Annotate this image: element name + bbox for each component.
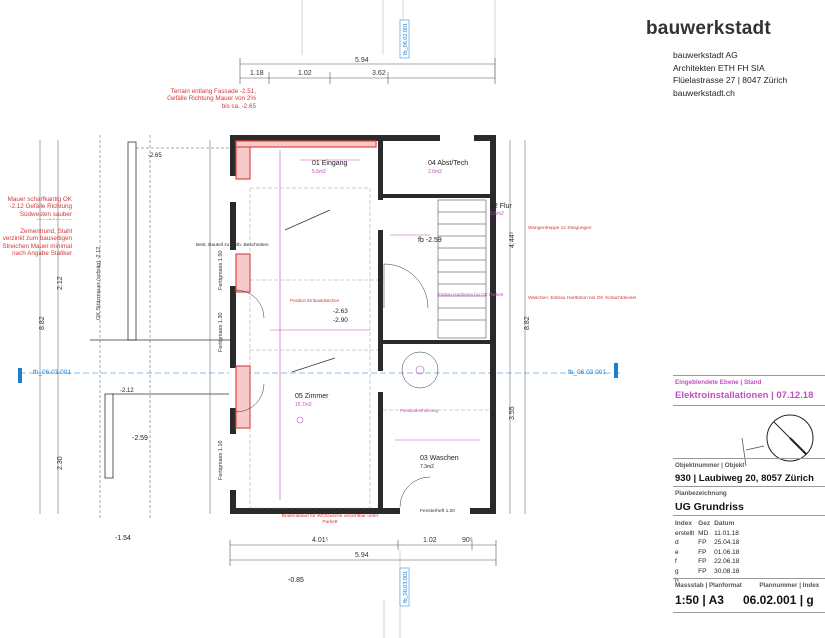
stage-value: Elektroinstallationen | 07.12.18 — [675, 390, 814, 401]
divider — [673, 578, 825, 579]
level-ext1: -1.54 — [115, 535, 131, 542]
label-stuetzmauer: OK Stützmauer (schräg) -2.12 — [96, 247, 102, 320]
dim-top-1: 1.18 — [250, 70, 264, 77]
dim-left-622: 2.12 — [57, 276, 64, 290]
divider — [673, 405, 825, 406]
object-label: Objektnummer | Objekt — [675, 462, 745, 469]
level-ext2: -0.85 — [288, 577, 304, 584]
dim-right-355: 3.55 — [509, 406, 516, 420]
room-eingang-area: 5.6m2 — [312, 169, 326, 175]
note-terrain: Terrain entlang Fassade -2.51, Gefälle R… — [167, 88, 256, 110]
label-fbh: Fussbodenheizung — [400, 408, 439, 413]
section-ref-right: fb_06.03.001 — [568, 369, 606, 376]
dim-left-total: 8.82 — [39, 316, 46, 330]
dim-top-3: 3.62 — [372, 70, 386, 77]
label-fertig3: Fertigmass 1.50 — [218, 251, 224, 290]
stage-label: Eingeblendete Ebene | Stand — [675, 379, 762, 386]
north-arrow-icon — [766, 414, 814, 462]
note-stair: Wangentreppe 12 Steigungen — [528, 226, 592, 231]
room-zimmer: 05 Zimmer — [295, 393, 329, 400]
level-ext5: -2.65 — [148, 153, 162, 159]
dim-right-882: 8.82 — [524, 316, 531, 330]
rev-header: Index — [675, 520, 692, 527]
plan-label: Planbezeichnung — [675, 490, 727, 497]
level-ext3: -2.59 — [132, 435, 148, 442]
note-bottom: Bodenablauf für WC/Dusche unsichtbar unt… — [281, 514, 379, 525]
rev-header: Datum — [714, 520, 735, 527]
plan-value: UG Grundriss — [675, 501, 744, 513]
room-zimmer-area: 15.7m2 — [295, 402, 312, 408]
level-flur: fb -2.59 — [418, 237, 442, 244]
divider — [673, 486, 825, 487]
dim-right-444: 4.44⁵ — [509, 231, 516, 248]
room-abst: 04 Abst/Tech — [428, 160, 468, 167]
title-block: bauwerkstadt bauwerkstadt AG Architekten… — [640, 0, 825, 638]
divider — [673, 375, 825, 376]
room-waschen-area: 7.3m2 — [420, 464, 434, 470]
note-fenster: Fensterheft 1.20 — [420, 508, 455, 514]
dim-top-total: 5.94 — [355, 57, 369, 64]
dim-bottom-total: 5.94 — [355, 552, 369, 559]
divider — [673, 515, 825, 516]
office-line2: Architekten ETH FH SIA — [673, 62, 765, 73]
room-eingang: 01 Eingang — [312, 160, 348, 167]
dim-top-2: 1.02 — [298, 70, 312, 77]
section-ref-left: fb_06.03.001 — [33, 369, 71, 376]
dim-left-230: 2.30 — [57, 456, 64, 470]
signature-mark — [741, 437, 765, 467]
level-zimmer2: -2.63 — [333, 308, 348, 315]
note-left2: Zementrund, Stahl verzinkt zum bauseitig… — [2, 228, 72, 257]
room-abst-area: 2.6m2 — [428, 169, 442, 175]
section-ref-bottom: fb_06.03.001 — [403, 571, 409, 603]
footer-label: Massstab | Planformat Plannummer | Index — [675, 582, 820, 589]
label-fertig2: Fertigmass 1.16 — [218, 441, 224, 480]
note-left: Mauer scharfkantig OK -2.12 Gefälle Rich… — [7, 196, 72, 220]
room-flur-area: 5.6m2 — [490, 211, 504, 217]
label-fertig1: Fertigmass 1.30 — [218, 313, 224, 352]
dim-bottom-2: 1.02 — [423, 537, 437, 544]
divider — [673, 458, 825, 459]
level-ext4: -2.12 — [120, 388, 134, 394]
dim-bottom-1: 4.01⁵ — [312, 537, 329, 544]
scale-value: 1:50 | A3 — [675, 593, 724, 607]
note-bs: Best. Bauteil zu Gelb. Beschnitten — [196, 242, 269, 248]
floor-plan-drawing: 5.94 1.18 1.02 3.62 fb_06.03.001 fb_06.0… — [2, 0, 637, 638]
office-line3: Flüelastrasse 27 | 8047 Zürich — [673, 75, 788, 86]
object-value: 930 | Laubiweg 20, 8057 Zürich — [675, 473, 814, 484]
divider — [673, 612, 825, 613]
rev-header: Gez — [698, 520, 711, 527]
level-zimmer: -2.90 — [333, 317, 348, 324]
room-waschen: 03 Waschen — [420, 455, 459, 462]
brand-logo: bauwerkstadt — [646, 18, 771, 39]
room-flur: 02 Flur — [490, 203, 512, 210]
office-web: bauwerkstadt.ch — [673, 87, 735, 98]
note-wasch: Waschen: Einbau Hartbeton bis OK Schacht… — [528, 296, 637, 301]
plan-number: 06.02.001 | g — [743, 593, 814, 607]
office-address: bauwerkstadt AG Architekten ETH FH SIA F… — [673, 49, 787, 99]
label-einbau: Einbau Hartbeton bis OK Parkett — [438, 292, 504, 297]
table-row: h — [675, 577, 679, 584]
label-position: Position Einbaukästchen — [290, 298, 340, 303]
dim-bottom-3: 90⁵ — [462, 537, 473, 544]
section-ref-top: fb_06.02.001 — [403, 23, 409, 55]
office-name: bauwerkstadt AG — [673, 50, 738, 60]
